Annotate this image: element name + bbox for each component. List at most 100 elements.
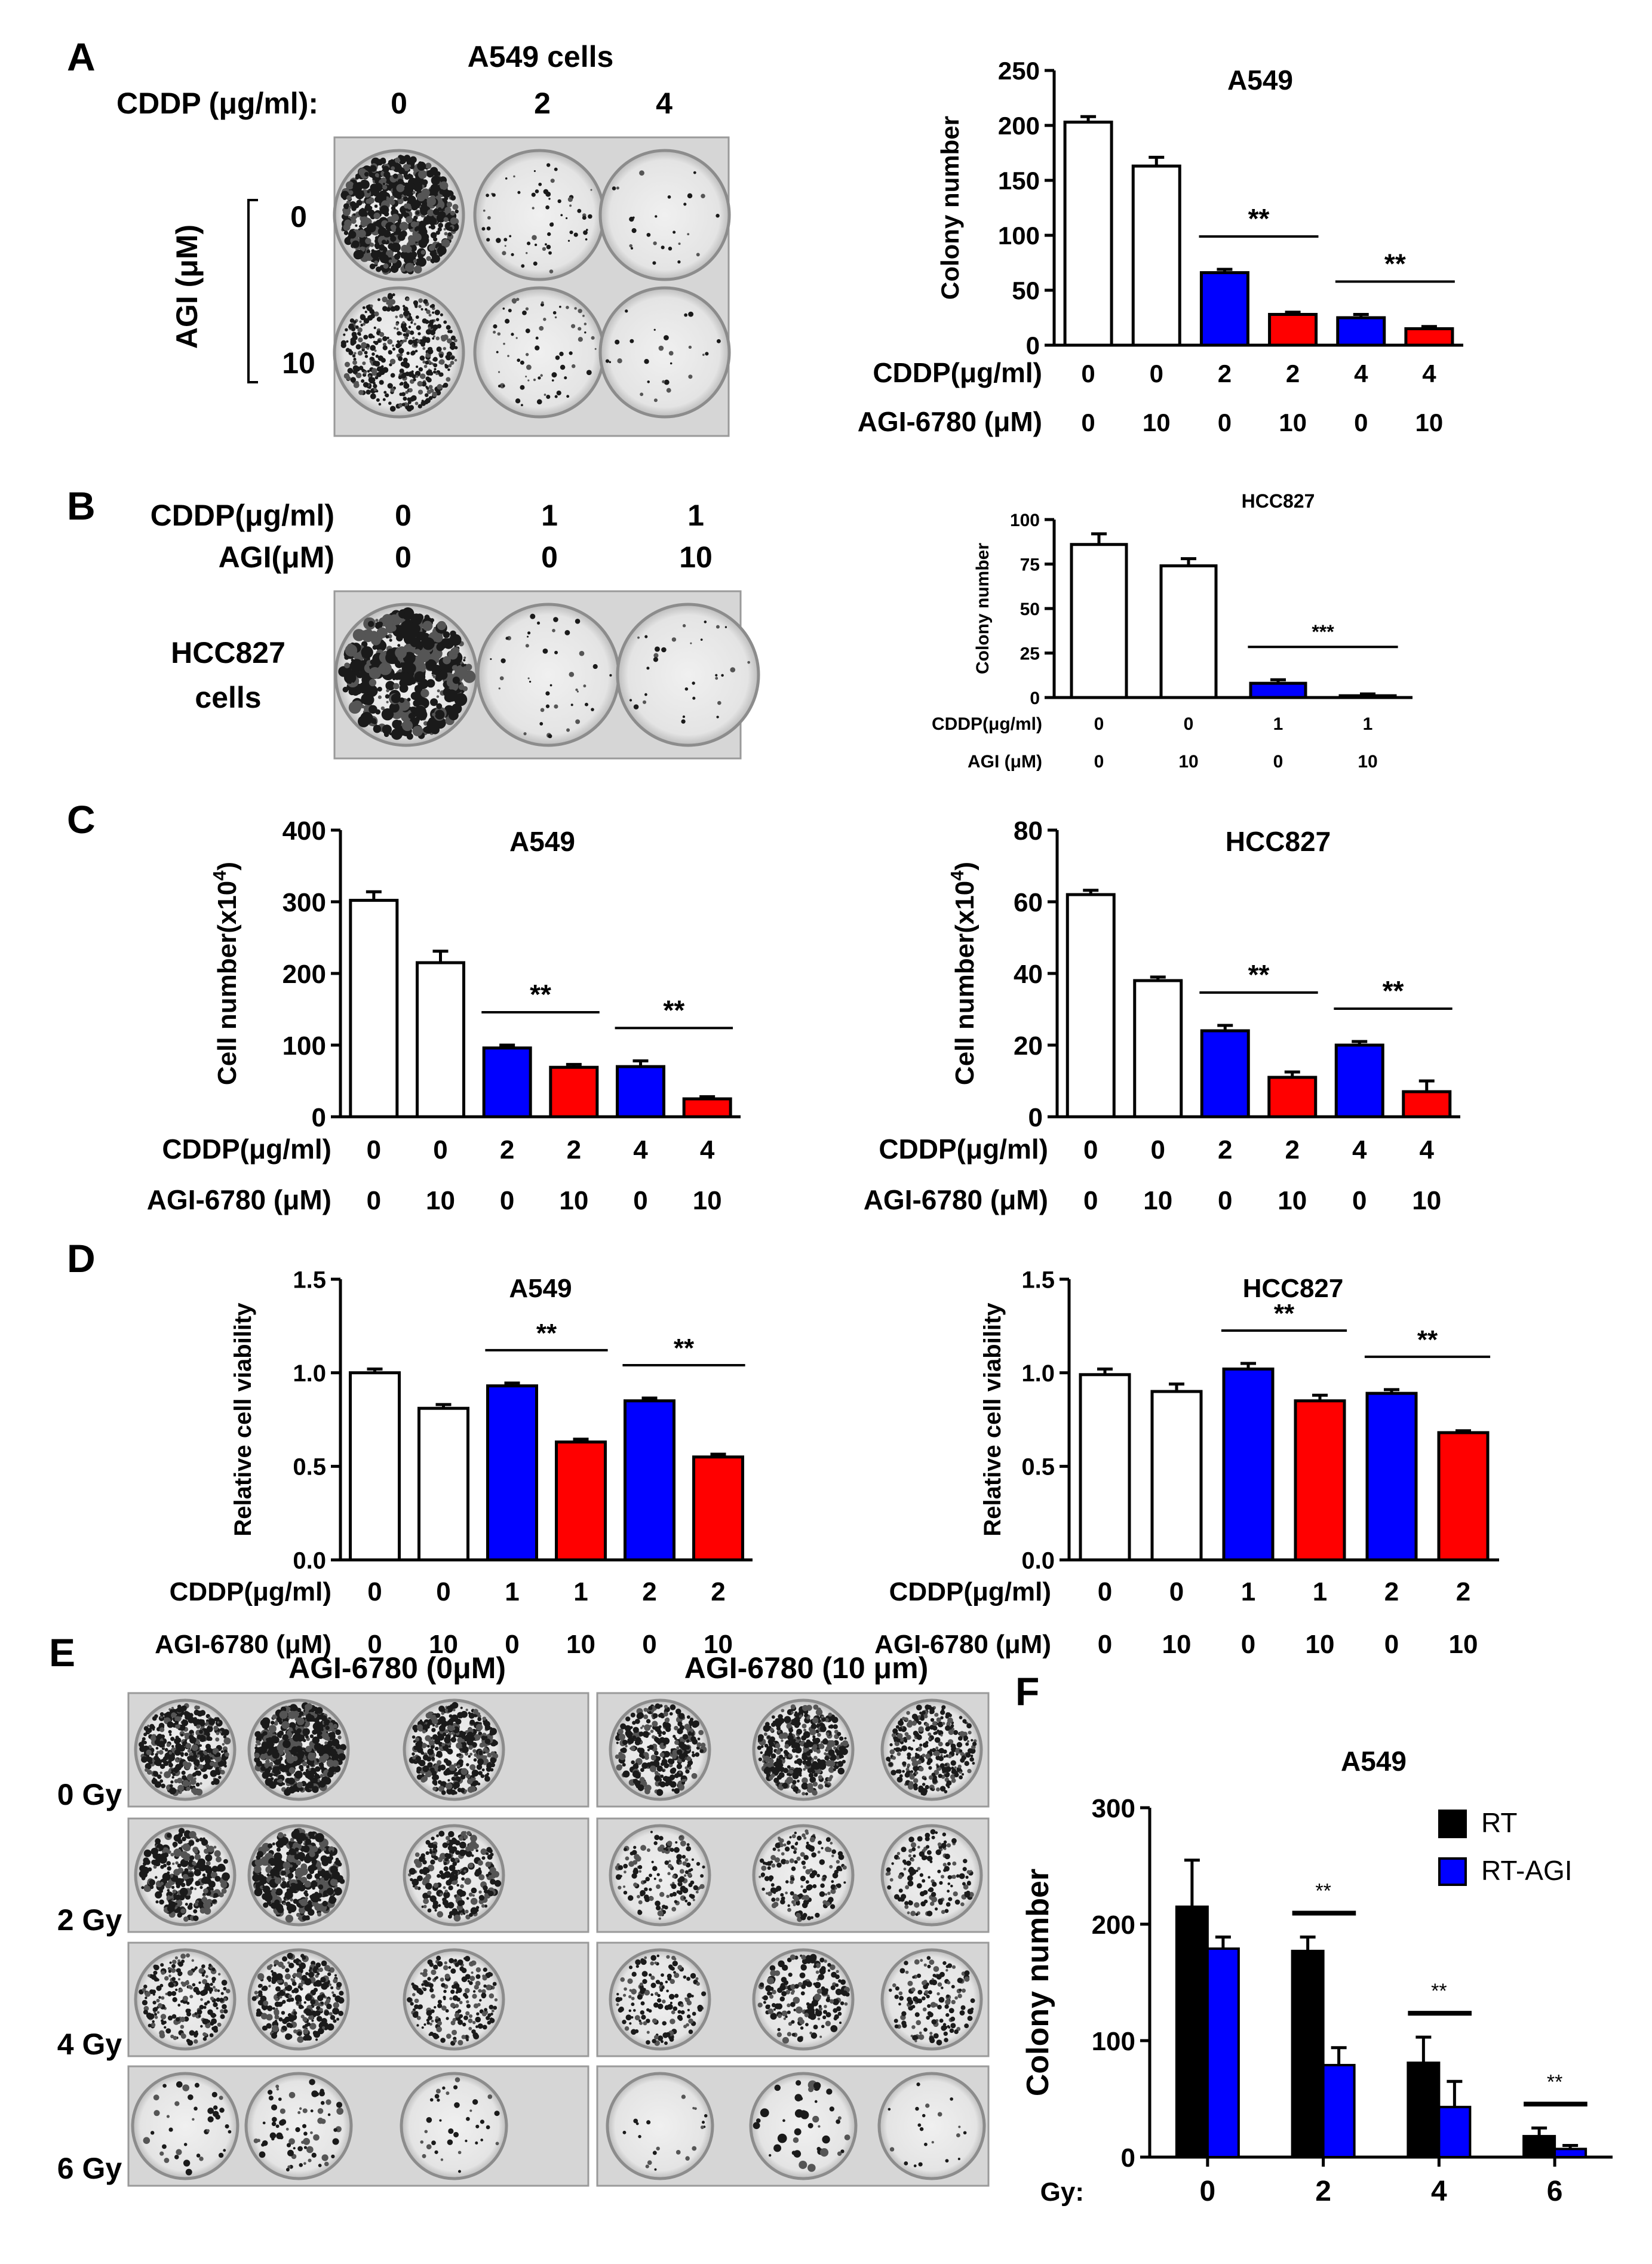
colony-dot [220,1881,228,1888]
colony-dot [778,1772,785,1778]
colony-dot [945,1742,950,1747]
colony-dot [350,659,364,672]
colony-dot [434,1746,439,1751]
colony-dot [469,1786,476,1792]
colony-dot [477,1782,481,1786]
colony-dot [447,1725,453,1731]
colony-dot [166,1861,171,1866]
panel-e-col-header-2: AGI-6780 (10 μm) [684,1651,929,1685]
colony-dot [169,1784,173,1788]
colony-dot [257,1887,261,1891]
colony-dot [209,1718,213,1722]
colony-dot [145,1859,151,1865]
colony-dot [373,724,382,733]
colony-dot [540,303,544,307]
colony-dot [767,1735,770,1739]
colony-dot [417,1741,423,1746]
colony-dot [271,1875,274,1879]
colony-dot [423,1898,429,1904]
colony-dot [277,1906,284,1913]
colony-dot [538,182,542,186]
colony-dot [443,382,449,388]
colony-dot [625,1744,628,1748]
colony-dot [947,1754,952,1759]
colony-dot [217,1721,220,1724]
colony-dot [466,1731,474,1738]
colony-dot [352,360,357,365]
colony-dot [418,367,423,372]
colony-dot [425,1712,432,1719]
colony-dot [807,1783,813,1789]
colony-dot [919,1743,923,1747]
colony-dot [802,1792,806,1796]
colony-dot [670,1704,676,1710]
colony-dot [795,1755,799,1758]
colony-dot [620,1723,627,1730]
colony-dot [550,179,555,183]
colony-dot [199,1730,203,1734]
colony-dot [653,1750,659,1756]
colony-dot [948,1729,954,1735]
colony-dot [455,209,459,214]
colony-dot [444,207,452,214]
colony-dot [549,269,554,274]
colony-dot [376,317,382,322]
colony-dot [459,1836,463,1841]
colony-dot [351,218,357,224]
colony-dot [392,719,401,729]
colony-dot [649,1873,652,1878]
colony-dot [223,1858,228,1864]
colony-dot [569,671,575,677]
colony-dot [447,232,452,236]
colony-dot [664,1704,668,1709]
colony-dot [805,1760,812,1767]
colony-dot [695,1890,699,1894]
colony-dot [533,378,536,382]
colony-dot [383,229,391,238]
colony-dot [664,335,669,340]
colony-dot [609,361,612,364]
colony-dot [224,1764,227,1768]
colony-dot [434,368,437,371]
colony-dot [940,1710,945,1715]
colony-dot [443,217,449,222]
colony-dot [433,1774,440,1780]
colony-dot [802,1754,808,1761]
colony-dot [781,1709,785,1713]
colony-dot [560,214,563,217]
colony-dot [418,298,423,303]
colony-dot [839,1746,844,1751]
colony-dot [413,1740,416,1743]
colony-dot [153,1865,157,1869]
colony-dot [395,191,403,199]
colony-dot [812,1735,816,1738]
colony-dot [214,1850,221,1857]
colony-dot [370,183,378,192]
colony-dot [934,1713,938,1716]
colony-dot [382,296,388,303]
colony-dot [454,358,457,362]
colony-dot [394,157,401,164]
colony-dot [436,703,443,709]
colony-dot [378,244,385,251]
colony-dot [141,1756,148,1763]
colony-dot [438,1830,445,1837]
colony-dot [191,1732,194,1736]
colony-dot [432,254,440,263]
colony-dot [382,306,388,312]
colony-dot [473,1758,477,1762]
colony-dot [314,1873,320,1879]
colony-dot [660,1774,664,1778]
colony-dot [306,1772,311,1776]
colony-dot [449,345,454,350]
colony-dot [439,354,444,358]
colony-dot [629,244,632,248]
colony-dot [309,1851,315,1857]
colony-dot [828,1712,833,1717]
colony-dot [803,1731,810,1738]
colony-dot [195,1788,203,1796]
colony-dot [588,214,592,219]
colony-dot [172,1889,177,1894]
colony-dot [375,619,379,622]
colony-dot [435,318,440,321]
